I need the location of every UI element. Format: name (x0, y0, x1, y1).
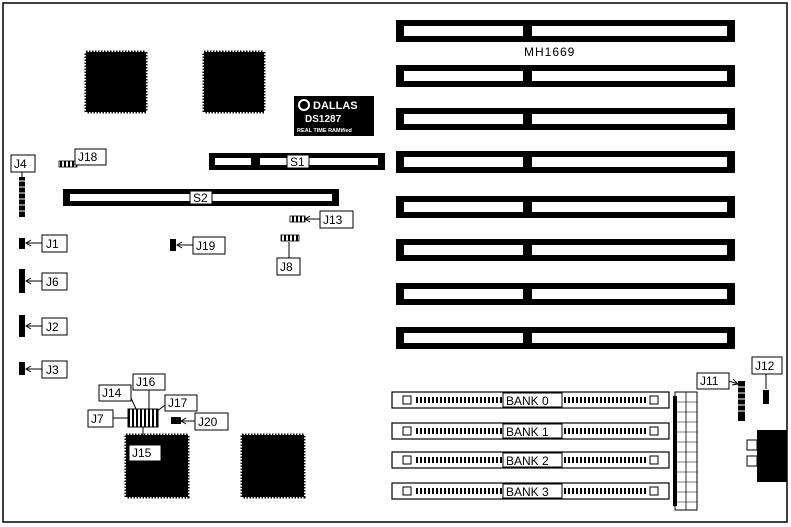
power-connector (673, 391, 698, 511)
svg-text:J14: J14 (102, 386, 122, 400)
expansion-slot-3 (396, 108, 735, 130)
socket-s2-label: S2 (193, 191, 208, 205)
expansion-slot-1 (396, 20, 735, 42)
expansion-slot-2 (396, 65, 735, 87)
svg-text:J6: J6 (46, 275, 59, 289)
socket-s1: S1 (209, 153, 385, 170)
callout-j18: J18 (74, 148, 107, 166)
expansion-slot-8 (396, 327, 735, 349)
callout-j11: J11 (696, 372, 740, 390)
svg-text:J16: J16 (136, 375, 156, 389)
callout-j16: J16 (132, 373, 166, 409)
j4-pins (19, 177, 25, 217)
j6-pins (19, 269, 25, 293)
expansion-slot-7 (396, 283, 735, 305)
memory-banks: BANK 0 BANK 1 BANK 2 BANK 3 (391, 391, 670, 500)
expansion-slot-5 (396, 196, 735, 218)
memory-bank-3: BANK 3 (391, 482, 670, 500)
svg-text:J3: J3 (46, 363, 59, 377)
memory-bank-2: BANK 2 (391, 451, 670, 469)
j19-pins (170, 239, 176, 251)
svg-text:J15: J15 (132, 446, 152, 460)
chip-top-middle (202, 50, 266, 114)
svg-text:J19: J19 (196, 239, 216, 253)
j7-pins (127, 408, 159, 428)
j11-pins (738, 381, 745, 421)
board-model-label: MH1669 (524, 45, 575, 59)
dallas-rtc-chip: DALLAS DS1287 REAL TIME RAMified (294, 96, 374, 136)
j1-pins (19, 238, 25, 249)
svg-text:J18: J18 (78, 150, 98, 164)
rtc-caption: REAL TIME RAMified (297, 128, 352, 134)
svg-text:J12: J12 (755, 359, 775, 373)
callout-j4: J4 (10, 154, 36, 177)
bank-2-label: BANK 2 (506, 454, 549, 468)
j8-pins (280, 234, 300, 242)
svg-text:J20: J20 (198, 415, 218, 429)
memory-bank-0: BANK 0 (391, 391, 670, 409)
chip-top-left (84, 50, 148, 114)
callout-j8: J8 (276, 242, 301, 276)
j20-pins (171, 417, 181, 424)
callout-j20: J20 (180, 412, 229, 431)
chip-bottom-middle (240, 433, 306, 499)
j2-pins (19, 315, 25, 337)
jumper-callouts: J4 J18 J1 J6 J2 J3 J19 J13 J8 J14 J16 J7… (10, 148, 783, 462)
svg-text:J4: J4 (14, 157, 27, 171)
callout-j13: J13 (304, 210, 354, 229)
svg-text:J1: J1 (46, 237, 59, 251)
svg-text:J2: J2 (46, 320, 59, 334)
rtc-part: DS1287 (305, 114, 342, 125)
bank-3-label: BANK 3 (506, 485, 549, 499)
socket-s1-label: S1 (290, 155, 305, 169)
callout-j3: J3 (25, 360, 68, 379)
callout-j7: J7 (87, 409, 128, 428)
svg-text:J8: J8 (280, 260, 293, 274)
callout-j17: J17 (155, 394, 198, 413)
socket-s2: S2 (63, 189, 339, 206)
svg-text:J17: J17 (168, 396, 188, 410)
expansion-slots (396, 20, 735, 349)
callout-j19: J19 (176, 236, 226, 255)
jumper-pins (19, 160, 769, 428)
expansion-slot-6 (396, 239, 735, 261)
callout-j6: J6 (25, 272, 68, 291)
j3-pins (19, 362, 25, 375)
bank-1-label: BANK 1 (506, 425, 549, 439)
j13-pins (289, 215, 306, 223)
bank-0-label: BANK 0 (506, 394, 549, 408)
keyboard-connector (746, 430, 787, 482)
chip-bottom-left (124, 433, 190, 499)
callout-j12: J12 (751, 356, 783, 389)
dallas-logo-icon (298, 99, 310, 111)
memory-bank-1: BANK 1 (391, 422, 670, 440)
svg-text:J13: J13 (323, 213, 343, 227)
callout-j15: J15 (128, 427, 162, 462)
expansion-slot-4 (396, 151, 735, 173)
callout-j14: J14 (98, 384, 137, 410)
callout-j2: J2 (25, 317, 68, 336)
j12-pins (763, 390, 769, 404)
svg-text:J7: J7 (91, 412, 104, 426)
callout-j1: J1 (25, 234, 68, 253)
j18-pins (58, 160, 78, 168)
rtc-brand: DALLAS (313, 100, 358, 112)
svg-text:J11: J11 (700, 374, 719, 388)
